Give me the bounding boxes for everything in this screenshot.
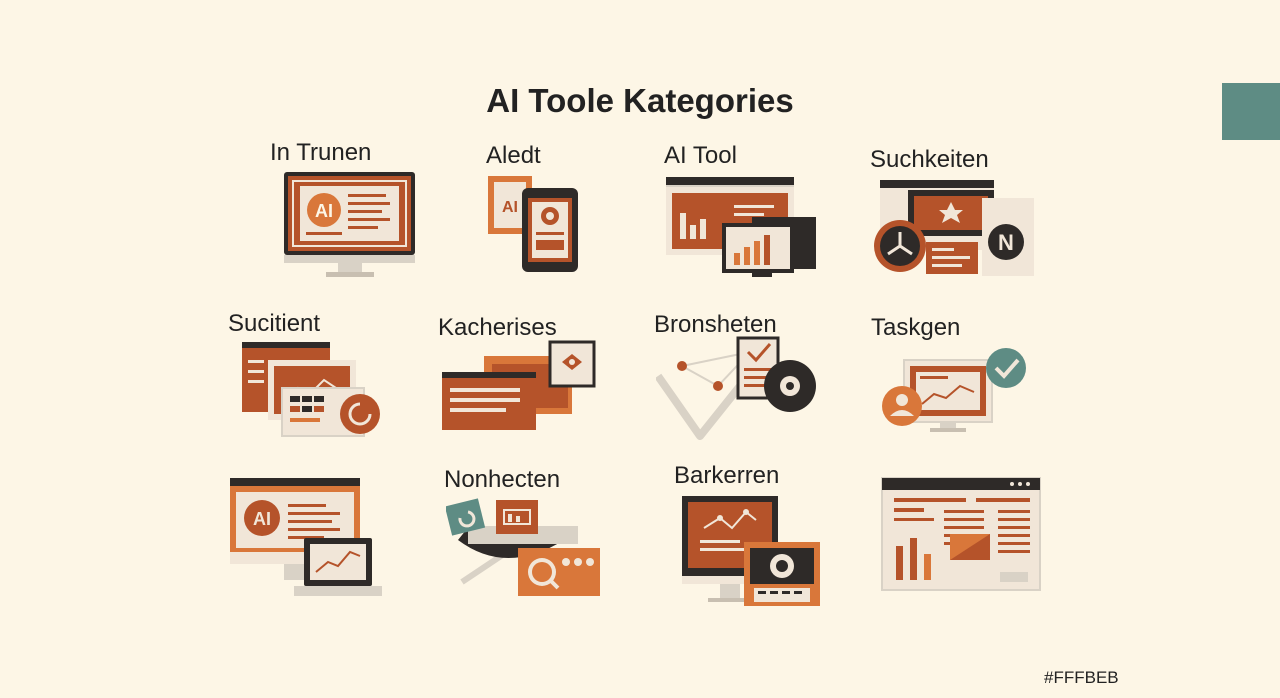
- category-label-nonhecten: Nonhecten: [444, 466, 561, 493]
- phone-alert-icon: AI: [486, 174, 580, 274]
- stacked-windows-icon: [240, 340, 384, 440]
- monitor-laptop-ai-icon: AI: [228, 476, 384, 600]
- category-label-in-trunen: In Trunen: [270, 139, 372, 166]
- page-title: AI Toole Kategories: [486, 82, 794, 119]
- magnify-cards-icon: [446, 496, 604, 598]
- windows-search-icon: N: [874, 180, 1036, 278]
- corner-tab: [1222, 83, 1280, 140]
- browser-bar-chart-icon: [664, 175, 818, 279]
- monitor-tablet-icon: [680, 494, 822, 608]
- category-label-sucitient: Sucitient: [228, 310, 321, 337]
- hex-color-label: #FFFBEB: [1044, 668, 1119, 687]
- category-label-taskgen: Taskgen: [871, 314, 961, 341]
- svg-text:AI: AI: [315, 201, 333, 221]
- browser-dashboard-icon: [880, 476, 1042, 592]
- monitor-ai-icon: AI: [280, 172, 420, 280]
- svg-text:AI: AI: [253, 509, 271, 529]
- monitor-task-check-icon: [878, 346, 1030, 436]
- category-label-bronsheten: Bronsheten: [654, 311, 777, 338]
- svg-text:AI: AI: [502, 199, 518, 216]
- cards-dashboard-icon: [440, 340, 598, 434]
- category-label-barkerren: Barkerren: [674, 462, 780, 489]
- network-check-icon: [656, 336, 818, 440]
- category-label-suchkeiten: Suchkeiten: [870, 146, 989, 173]
- svg-text:N: N: [998, 230, 1014, 255]
- category-label-aledt: Aledt: [486, 142, 541, 169]
- category-label-kacherises: Kacherises: [438, 314, 557, 341]
- category-label-ai-tool: AI Tool: [664, 142, 737, 169]
